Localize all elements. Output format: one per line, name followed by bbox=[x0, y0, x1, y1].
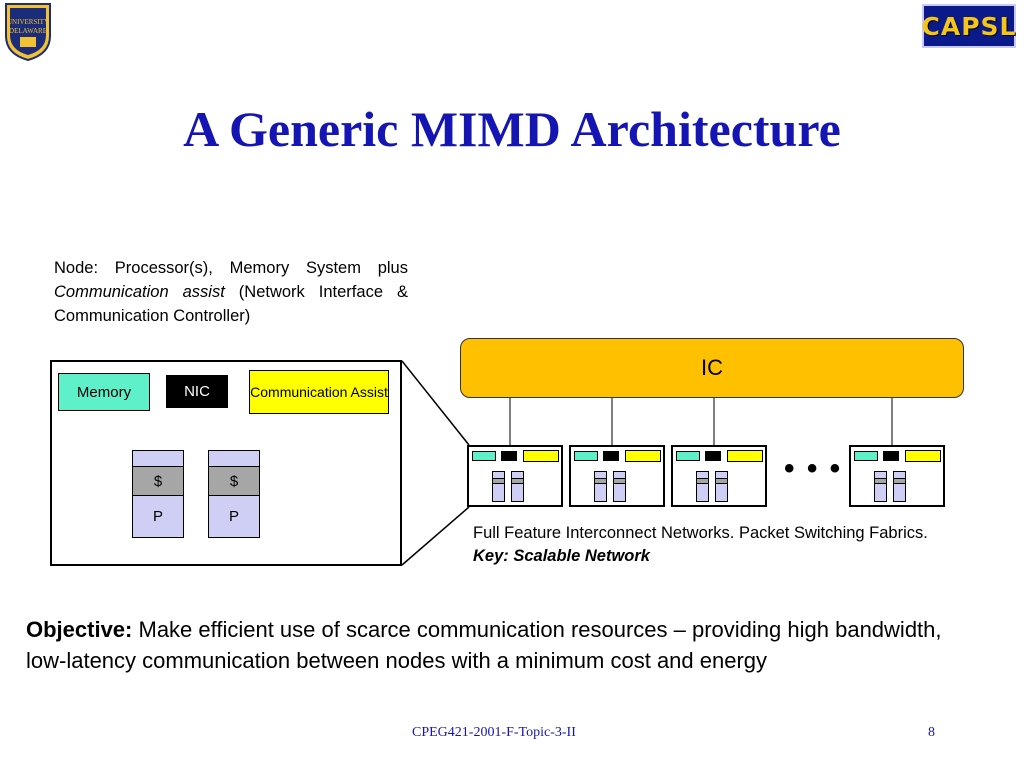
network-description-text: Full Feature Interconnect Networks. Pack… bbox=[473, 524, 928, 542]
mini-nic bbox=[705, 451, 721, 461]
node-description: Node: Processor(s), Memory System plus C… bbox=[54, 256, 408, 328]
network-key: Key: Scalable Network bbox=[473, 547, 650, 565]
capsl-logo: CAPSL bbox=[922, 4, 1016, 48]
processor-label: P bbox=[228, 507, 239, 525]
mini-node-1 bbox=[467, 445, 563, 507]
mini-processor bbox=[594, 471, 607, 502]
more-nodes-ellipsis: • • • bbox=[784, 452, 843, 485]
node-description-italic: Communication assist bbox=[54, 283, 225, 301]
mini-node-4 bbox=[849, 445, 945, 507]
network-description: Full Feature Interconnect Networks. Pack… bbox=[473, 522, 973, 568]
mini-comm-assist bbox=[727, 450, 763, 462]
cache-label: $ bbox=[209, 466, 259, 496]
mini-node-2 bbox=[569, 445, 665, 507]
slide-title: A Generic MIMD Architecture bbox=[183, 101, 841, 157]
mini-processor bbox=[874, 471, 887, 502]
cache-label: $ bbox=[133, 466, 183, 496]
mini-processor bbox=[492, 471, 505, 502]
mini-comm-assist bbox=[905, 450, 941, 462]
mini-comm-assist bbox=[523, 450, 559, 462]
mini-nic bbox=[603, 451, 619, 461]
mini-memory bbox=[854, 451, 878, 461]
mini-memory bbox=[574, 451, 598, 461]
svg-text:DELAWARE: DELAWARE bbox=[9, 27, 47, 35]
mini-processor bbox=[696, 471, 709, 502]
mini-processor bbox=[715, 471, 728, 502]
mini-comm-assist bbox=[625, 450, 661, 462]
mini-memory bbox=[472, 451, 496, 461]
university-of-delaware-logo: UNIVERSITY DELAWARE bbox=[2, 2, 54, 62]
mini-processor bbox=[893, 471, 906, 502]
communication-assist-block: Communication Assist bbox=[249, 370, 389, 414]
objective-text: Objective: Make efficient use of scarce … bbox=[26, 614, 986, 676]
page-number: 8 bbox=[928, 725, 935, 740]
mini-processor bbox=[511, 471, 524, 502]
nic-block: NIC bbox=[166, 375, 228, 408]
mini-memory bbox=[676, 451, 700, 461]
footer-course: CPEG421-2001-F-Topic-3-II bbox=[412, 725, 576, 740]
mini-nic bbox=[501, 451, 517, 461]
capsl-logo-text: CAPSL bbox=[921, 11, 1017, 41]
mini-processor bbox=[613, 471, 626, 502]
node-description-suffix: (Network Interface & Communication Contr… bbox=[54, 283, 408, 325]
objective-body: Make efficient use of scarce communicati… bbox=[26, 617, 942, 673]
processor-node-2: $ P bbox=[208, 450, 260, 538]
objective-label: Objective: bbox=[26, 617, 133, 642]
processor-node-1: $ P bbox=[132, 450, 184, 538]
mini-node-3 bbox=[671, 445, 767, 507]
memory-block: Memory bbox=[58, 373, 150, 411]
interconnect-bar: IC bbox=[460, 338, 964, 398]
mini-nic bbox=[883, 451, 899, 461]
svg-text:UNIVERSITY: UNIVERSITY bbox=[7, 18, 49, 26]
node-description-prefix: Node: Processor(s), Memory System plus bbox=[54, 259, 408, 277]
processor-label: P bbox=[152, 507, 163, 525]
